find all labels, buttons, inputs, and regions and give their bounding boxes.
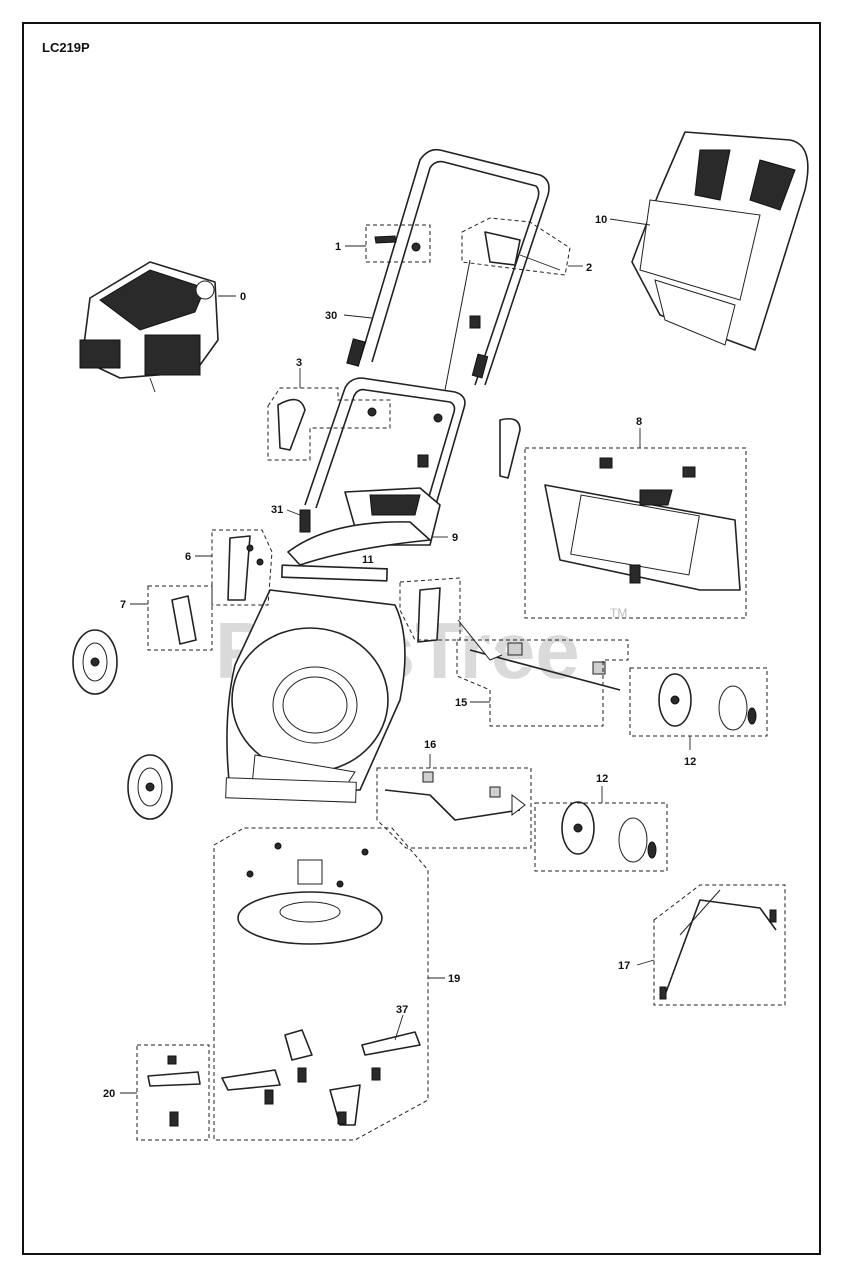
height-bracket-left	[227, 535, 264, 601]
mower-deck	[225, 589, 406, 803]
callout-handle-knob: 1	[335, 241, 341, 253]
front-wheel-lower	[127, 754, 173, 820]
rear-flap	[287, 487, 441, 566]
upper-handle	[346, 148, 550, 521]
callout-handle-control: 2	[586, 262, 592, 274]
wheel-kit-front	[561, 801, 657, 863]
callout-rear-flap: 9	[452, 532, 458, 544]
leader-lines	[120, 218, 691, 1094]
height-bracket-right	[417, 587, 441, 643]
callouts: 0 1 2 3 6 7 8 9 10 11 12 12 15 16 17 19 …	[103, 214, 696, 1100]
rear-flap-assembly	[544, 457, 741, 591]
watermark-tm: TM	[610, 606, 627, 620]
blade-set	[221, 1029, 421, 1126]
grass-bag	[631, 131, 809, 351]
callout-blade-kit: 20	[103, 1088, 115, 1100]
callout-front-bar-kit: 17	[618, 960, 630, 972]
callout-rear-strip: 11	[362, 554, 374, 566]
handle-control	[484, 231, 561, 271]
handle-bracket-right	[433, 413, 521, 479]
callout-wheel-kit-front: 12	[596, 773, 608, 785]
front-bar-kit	[659, 889, 777, 1000]
height-lever	[171, 595, 197, 645]
callout-blade-set: 37	[396, 1004, 408, 1016]
callout-engine: 0	[240, 291, 246, 303]
blade-kit	[147, 1055, 201, 1127]
engine	[79, 261, 219, 393]
rear-strip	[281, 564, 388, 582]
callout-handle-bracket: 3	[296, 357, 302, 369]
group-boxes	[136, 217, 786, 1141]
blade-disc	[237, 842, 383, 945]
front-axle-assembly	[384, 771, 526, 821]
front-wheel-left	[72, 629, 118, 695]
callout-wheel-kit-rear: 12	[684, 756, 696, 768]
callout-height-bracket: 6	[185, 551, 191, 563]
callout-front-axle: 16	[424, 739, 436, 751]
callout-lower-handle: 31	[271, 504, 283, 516]
callout-rear-axle: 15	[455, 697, 467, 709]
diagram-frame	[22, 22, 821, 1255]
handle-bracket-left	[277, 398, 377, 451]
model-label: LC219P	[42, 40, 90, 55]
callout-grass-bag: 10	[595, 214, 607, 226]
handle-knob-hardware	[374, 235, 421, 252]
callout-rear-flap-assembly: 8	[636, 416, 642, 428]
wheel-kit-rear	[658, 673, 757, 731]
callout-blade-disc: 19	[448, 973, 460, 985]
callout-height-lever: 7	[120, 599, 126, 611]
callout-upper-handle: 30	[325, 310, 337, 322]
